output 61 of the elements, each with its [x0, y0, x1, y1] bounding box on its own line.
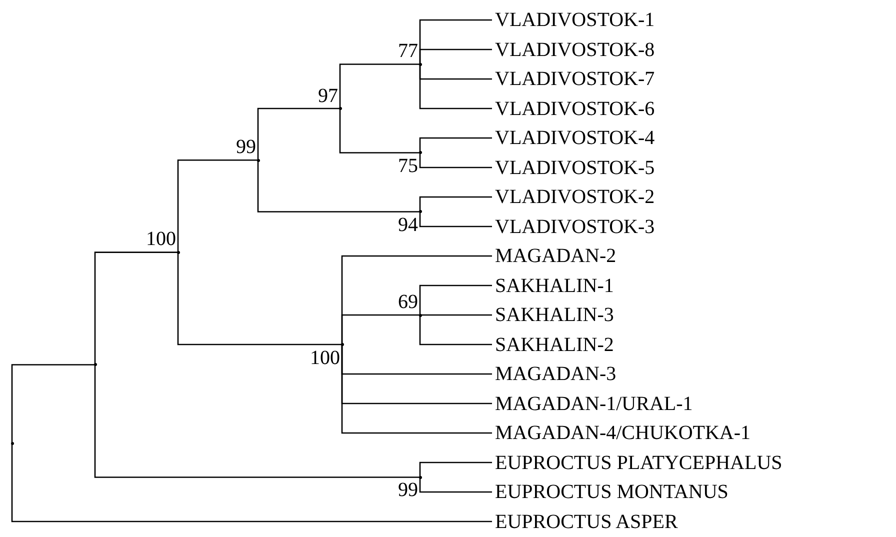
branch-point: [418, 151, 422, 154]
taxon-label: VLADIVOSTOK-7: [495, 68, 655, 90]
taxon-label: VLADIVOSTOK-8: [495, 38, 655, 60]
bootstrap-value: 77: [398, 40, 418, 62]
bootstrap-value: 99: [236, 136, 256, 158]
taxon-label: VLADIVOSTOK-4: [495, 127, 655, 149]
branch-point: [94, 363, 96, 366]
tree-branch: [419, 284, 492, 315]
tree-branch: [94, 252, 178, 365]
taxon-label: MAGADAN-4/CHUKOTKA-1: [495, 422, 751, 444]
branch-point: [418, 62, 422, 66]
taxon-label: EUPROCTUS PLATYCEPHALUS: [495, 452, 782, 474]
taxon-label: MAGADAN-1/URAL-1: [495, 392, 693, 414]
tree-branch: [419, 137, 492, 153]
tree-branch: [257, 108, 340, 160]
taxon-label: VLADIVOSTOK-2: [495, 186, 655, 208]
tree-branch: [177, 159, 258, 252]
branch-point: [176, 250, 180, 254]
branch-point: [418, 314, 422, 316]
tree-branch: [339, 64, 420, 108]
bootstrap-value: 100: [310, 346, 340, 368]
taxon-label: VLADIVOSTOK-3: [495, 216, 655, 238]
bootstrap-value: 100: [146, 228, 176, 250]
tree-branch: [419, 212, 492, 228]
tree-branch: [257, 160, 420, 212]
tree-branch: [419, 462, 492, 478]
taxon-label: VLADIVOSTOK-1: [495, 9, 655, 31]
bootstrap-value: 97: [318, 84, 338, 106]
tree-branch: [419, 48, 492, 64]
taxon-label: VLADIVOSTOK-5: [495, 156, 655, 178]
tree-branch: [419, 477, 492, 493]
tree-branch: [419, 64, 492, 110]
tree-branch: [339, 108, 420, 154]
bootstrap-value: 94: [398, 214, 418, 236]
branch-point: [256, 158, 260, 162]
tree-branch: [419, 196, 492, 212]
taxon-label: MAGADAN-2: [495, 245, 616, 267]
tree-branch: [11, 364, 95, 444]
branch-point: [10, 442, 14, 445]
tree-branch: [11, 443, 492, 522]
bootstrap-value: 99: [398, 479, 418, 502]
tree-branch: [419, 314, 492, 316]
taxon-label: SAKHALIN-2: [495, 334, 614, 356]
branch-point: [418, 476, 422, 479]
tree-branch: [341, 314, 420, 344]
taxon-label: SAKHALIN-3: [495, 304, 614, 326]
taxon-label: VLADIVOSTOK-6: [495, 98, 655, 120]
branch-point: [418, 210, 422, 214]
tree-branch: [94, 364, 420, 478]
taxon-label: MAGADAN-3: [495, 363, 616, 385]
taxon-label: SAKHALIN-1: [495, 274, 614, 296]
taxon-label: EUPROCTUS MONTANUS: [495, 481, 728, 503]
tree-branch: [419, 315, 492, 346]
bootstrap-value: 75: [398, 154, 418, 177]
tree-branch: [341, 344, 492, 434]
tree-branch: [419, 152, 492, 168]
branch-point: [340, 343, 344, 346]
taxon-label: EUPROCTUS ASPER: [495, 510, 678, 532]
branch-point: [338, 107, 342, 110]
bootstrap-value: 69: [398, 291, 418, 313]
tree-branch: [177, 252, 342, 346]
